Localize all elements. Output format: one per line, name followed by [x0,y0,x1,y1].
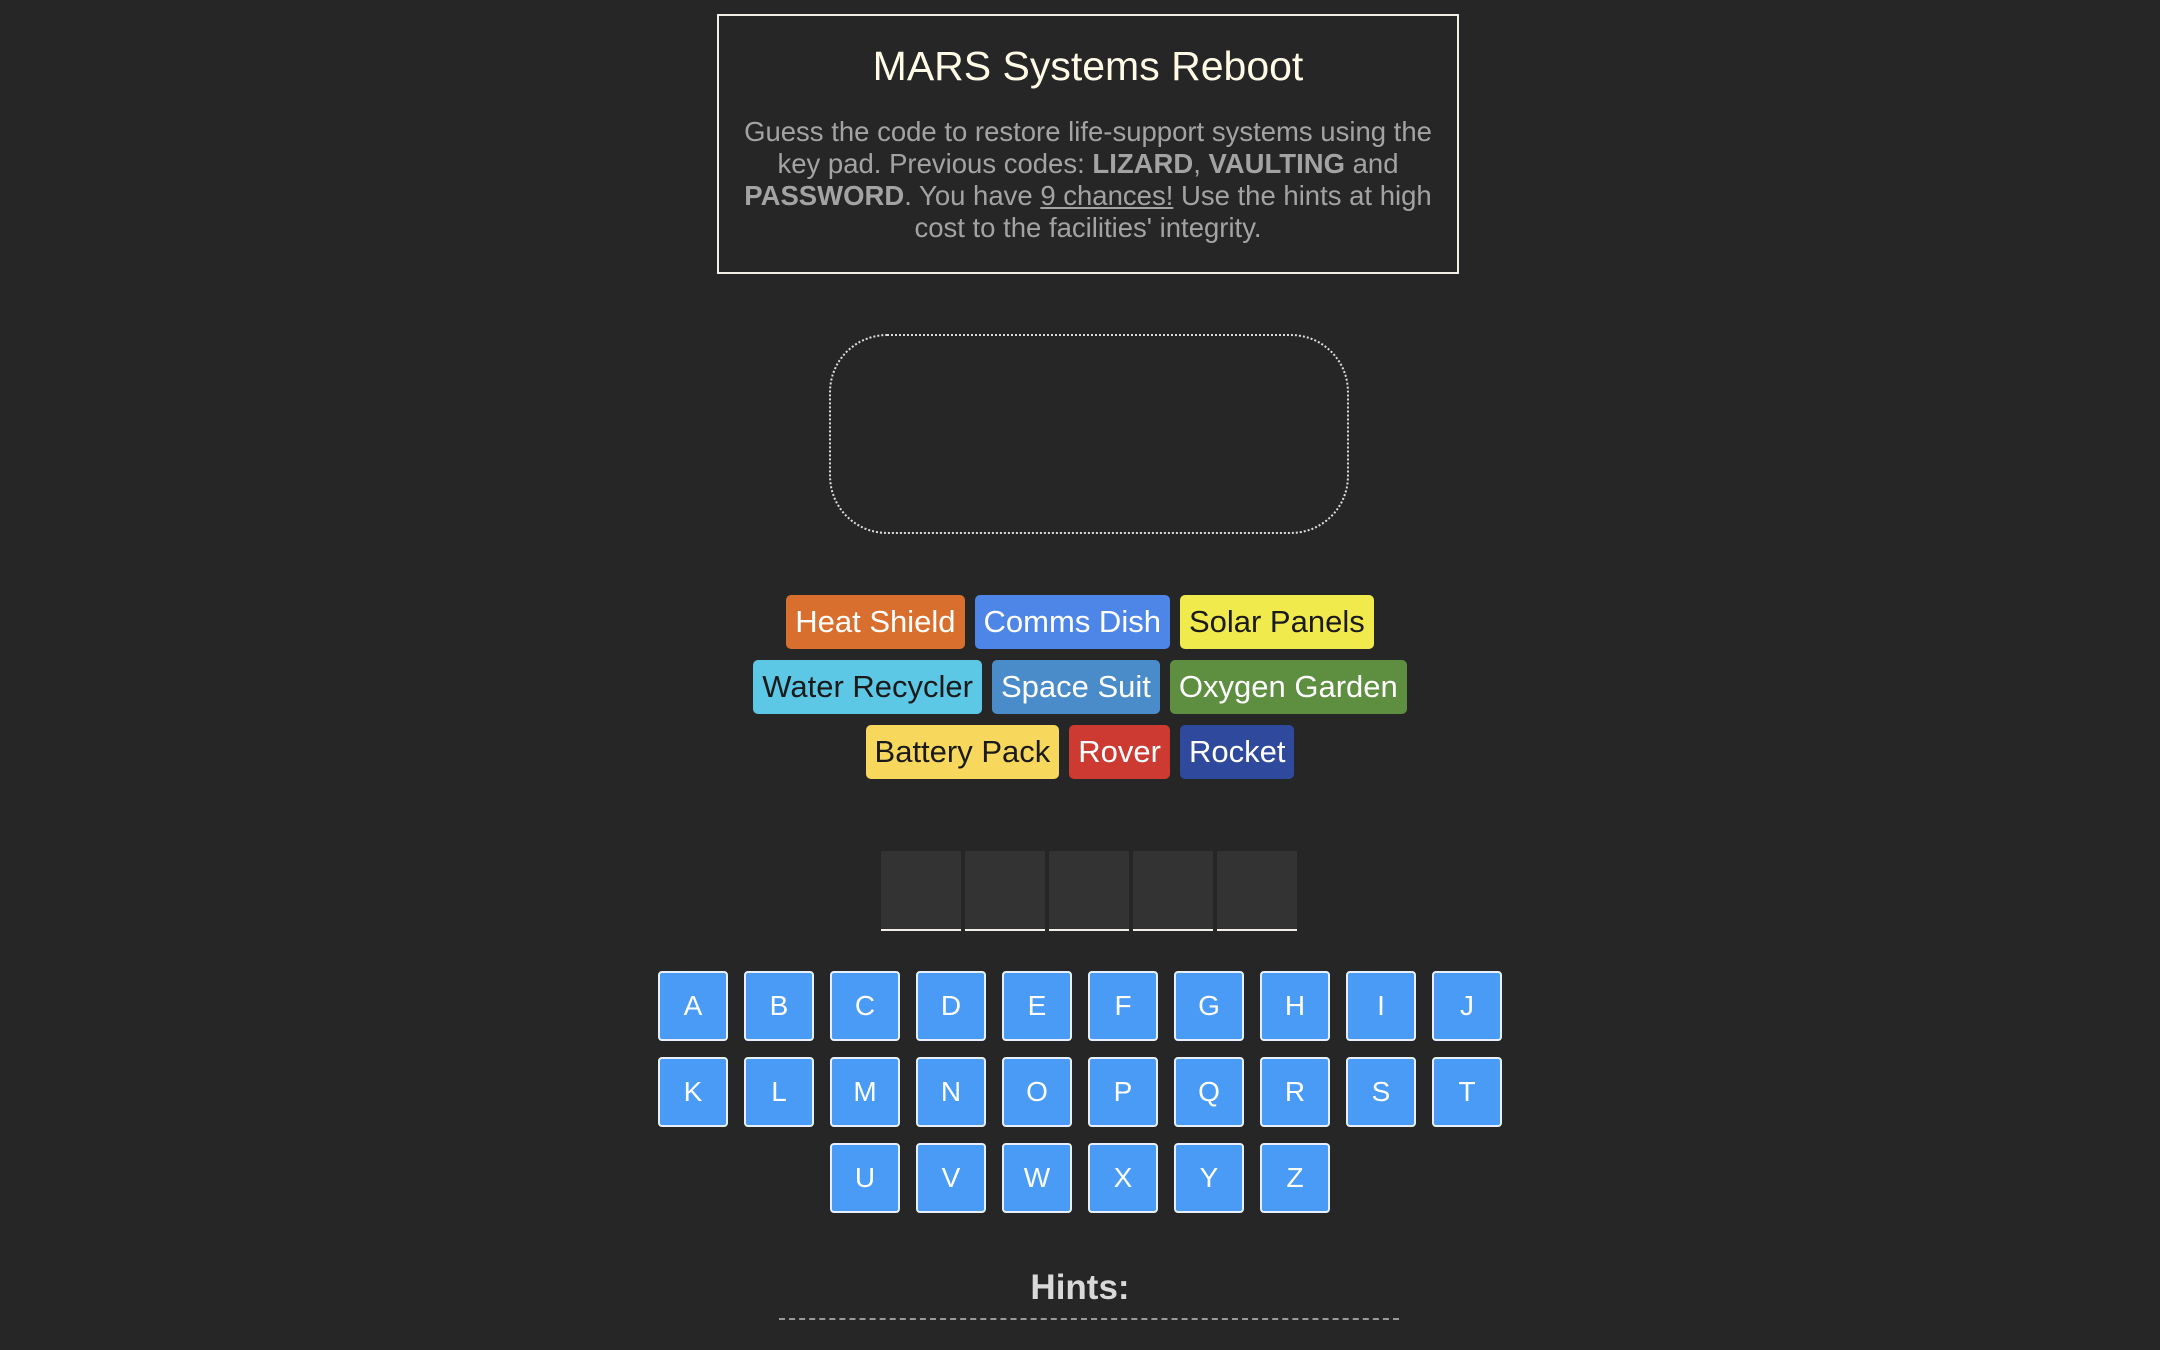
hints-title: Hints: [1030,1268,1130,1307]
key-p[interactable]: P [1088,1057,1158,1127]
key-c[interactable]: C [830,971,900,1041]
instructions-sep-1: , [1193,148,1209,179]
instructions: Guess the code to restore life-support s… [735,116,1441,244]
key-t[interactable]: T [1432,1057,1502,1127]
key-k[interactable]: K [658,1057,728,1127]
previous-code-2: VAULTING [1208,148,1345,179]
system-button-solar-panels[interactable]: Solar Panels [1179,595,1374,649]
code-slot [965,851,1045,931]
code-slot [881,851,961,931]
previous-code-3: PASSWORD [744,180,905,211]
key-n[interactable]: N [916,1057,986,1127]
instructions-text-2: . You have [904,180,1041,211]
system-button-rocket[interactable]: Rocket [1179,725,1295,779]
key-i[interactable]: I [1346,971,1416,1041]
key-u[interactable]: U [830,1143,900,1213]
key-w[interactable]: W [1002,1143,1072,1213]
hints-divider [779,1318,1399,1320]
key-g[interactable]: G [1174,971,1244,1041]
key-q[interactable]: Q [1174,1057,1244,1127]
system-button-battery-pack[interactable]: Battery Pack [865,725,1060,779]
previous-code-1: LIZARD [1092,148,1194,179]
system-button-rover[interactable]: Rover [1069,725,1170,779]
key-v[interactable]: V [916,1143,986,1213]
code-slot [1133,851,1213,931]
key-x[interactable]: X [1088,1143,1158,1213]
key-z[interactable]: Z [1260,1143,1330,1213]
key-m[interactable]: M [830,1057,900,1127]
key-e[interactable]: E [1002,971,1072,1041]
code-slots [881,851,1297,931]
instructions-text-1: Guess the code to restore life-support s… [744,116,1432,179]
key-l[interactable]: L [744,1057,814,1127]
key-h[interactable]: H [1260,971,1330,1041]
system-display-panel [829,334,1349,534]
code-slot [1217,851,1297,931]
key-a[interactable]: A [658,971,728,1041]
game-title: MARS Systems Reboot [872,43,1304,89]
key-b[interactable]: B [744,971,814,1041]
key-y[interactable]: Y [1174,1143,1244,1213]
system-button-heat-shield[interactable]: Heat Shield [786,595,965,649]
intro-panel: MARS Systems Reboot Guess the code to re… [717,14,1459,274]
instructions-sep-2: and [1344,148,1399,179]
system-button-oxygen-garden[interactable]: Oxygen Garden [1169,660,1407,714]
system-button-comms-dish[interactable]: Comms Dish [974,595,1170,649]
system-button-space-suit[interactable]: Space Suit [991,660,1160,714]
code-slot [1049,851,1129,931]
key-f[interactable]: F [1088,971,1158,1041]
chances-count: 9 chances! [1040,180,1174,211]
key-d[interactable]: D [916,971,986,1041]
instructions-text-3: Use the hints at high cost to the facili… [914,180,1432,243]
key-r[interactable]: R [1260,1057,1330,1127]
key-o[interactable]: O [1002,1057,1072,1127]
key-j[interactable]: J [1432,971,1502,1041]
system-button-water-recycler[interactable]: Water Recycler [753,660,982,714]
key-s[interactable]: S [1346,1057,1416,1127]
